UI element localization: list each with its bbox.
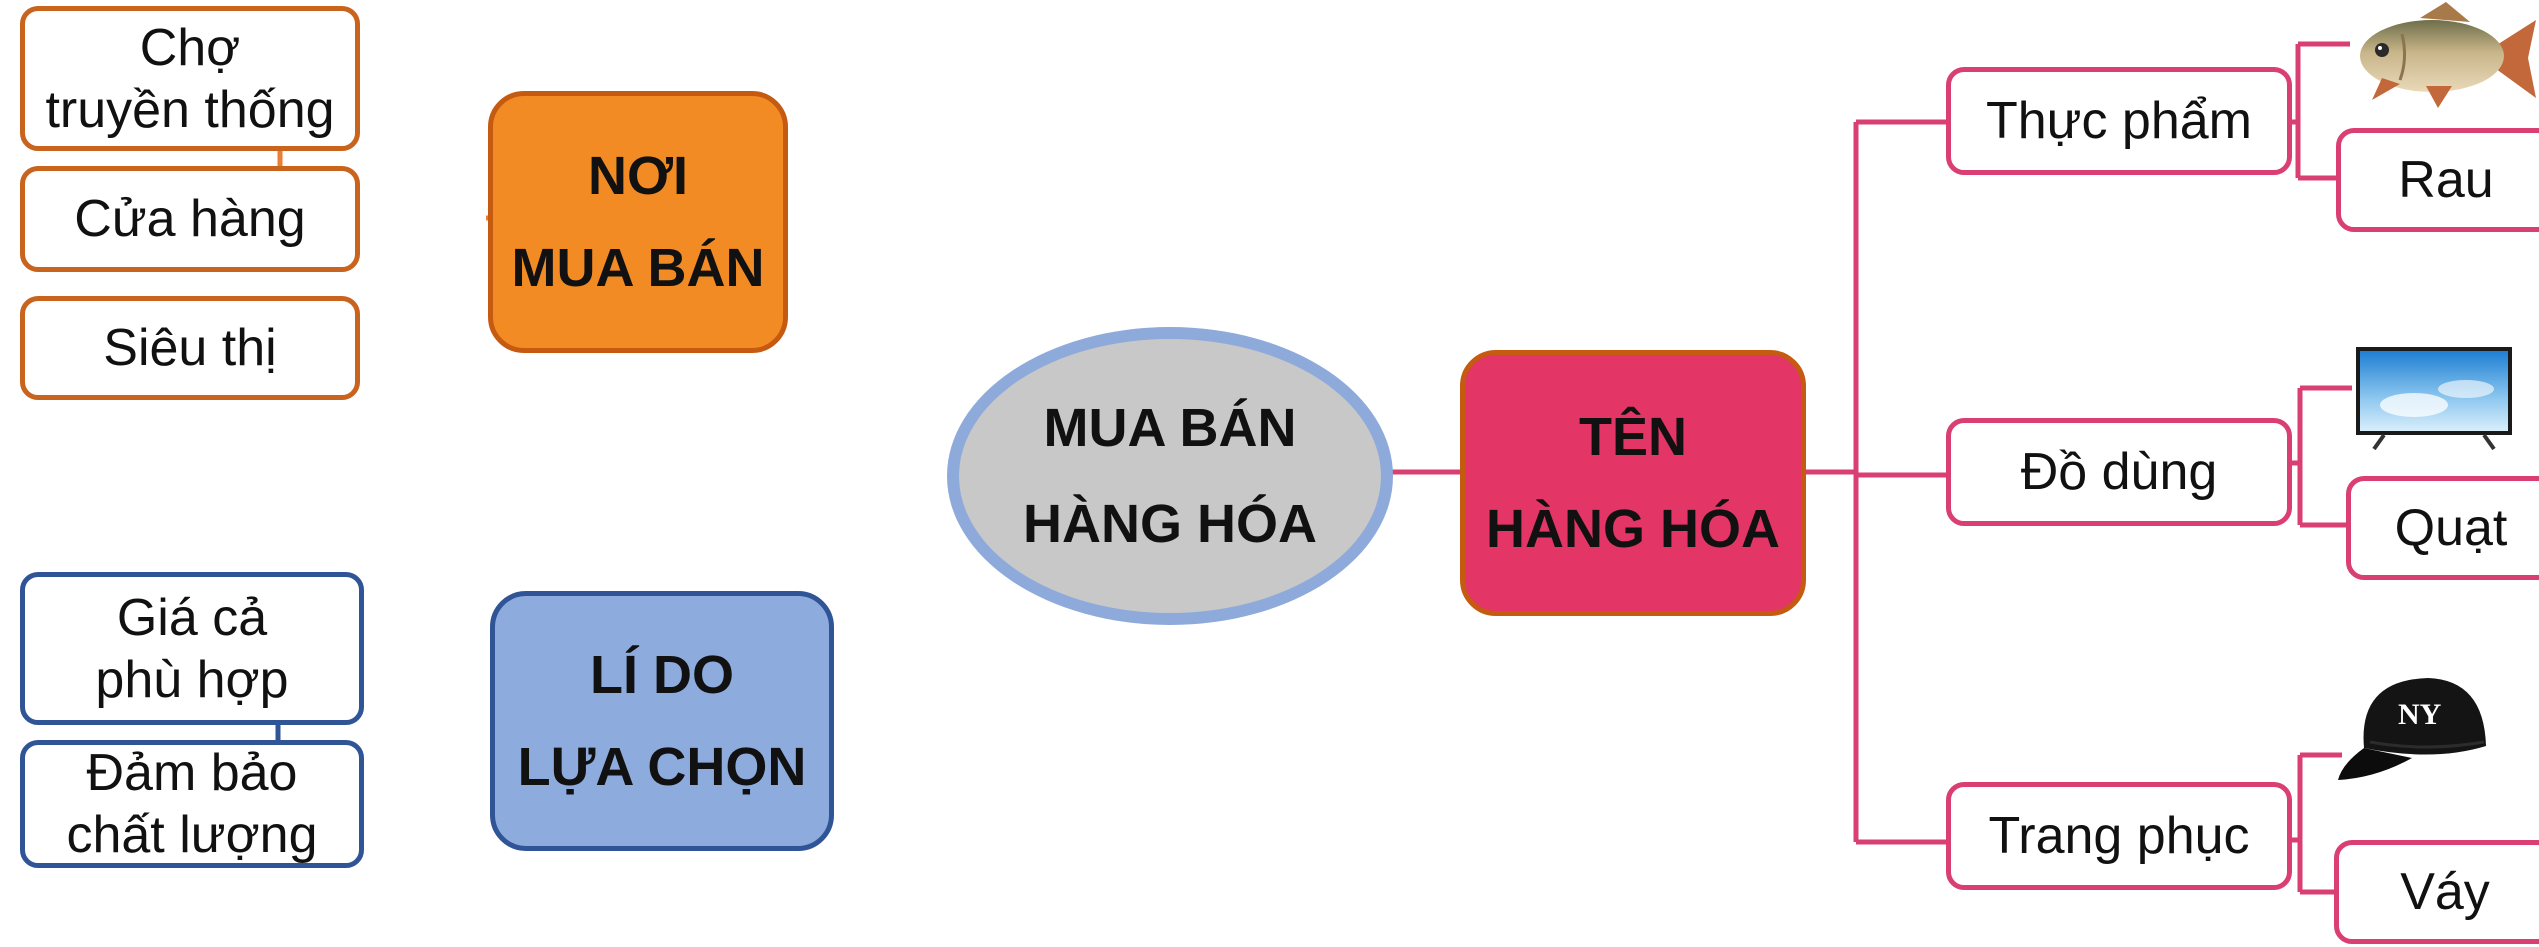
goods-example-vegetables: Rau: [2336, 128, 2539, 232]
place-item-store: Cửa hàng: [20, 166, 360, 272]
place-item-supermarket: Siêu thị: [20, 296, 360, 400]
goods-category-household-items: Đồ dùng: [1946, 418, 2292, 526]
central-topic: MUA BÁN HÀNG HÓA: [947, 327, 1393, 625]
reasons-topic: LÍ DO LỰA CHỌN: [490, 591, 834, 851]
goods-example-dress: Váy: [2334, 840, 2539, 944]
places-topic: NƠI MUA BÁN: [488, 91, 788, 353]
reason-item-fair-price: Giá cả phù hợp: [20, 572, 364, 725]
goods-category-food: Thực phẩm: [1946, 67, 2292, 175]
reason-item-quality: Đảm bảo chất lượng: [20, 740, 364, 868]
goods-example-fan: Quạt: [2346, 476, 2539, 580]
baseball-cap-image: NY: [2338, 678, 2486, 780]
svg-text:NY: NY: [2398, 698, 2442, 731]
goods-category-clothing: Trang phục: [1946, 782, 2292, 890]
television-image: [2356, 347, 2512, 451]
place-item-traditional-market: Chợ truyền thống: [20, 6, 360, 151]
goods-topic: TÊN HÀNG HÓA: [1460, 350, 1806, 616]
fish-image: [2360, 2, 2536, 108]
